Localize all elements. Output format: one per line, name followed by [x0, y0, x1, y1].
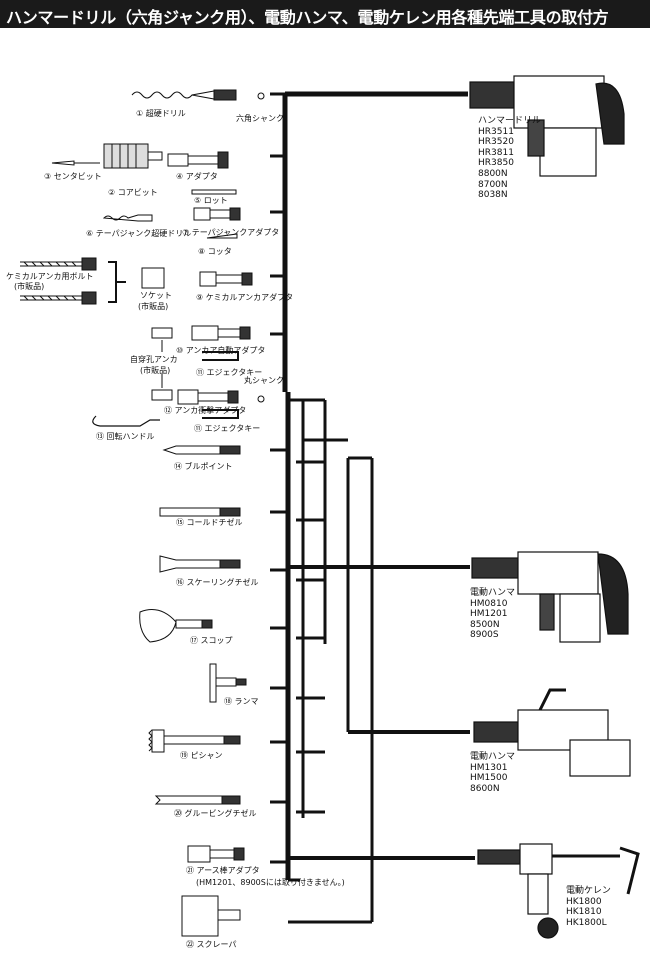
rod-icon	[191, 189, 237, 195]
tool-label: ソケット	[140, 291, 172, 300]
tool-label: ㉑ アース棒アダプタ	[186, 866, 260, 875]
taper-drill-icon	[102, 214, 153, 222]
bush-hammer-icon	[148, 729, 241, 753]
tool-label: 自穿孔アンカ	[130, 355, 178, 364]
machine-model: HM1201	[470, 609, 508, 620]
taper-adapter-icon	[193, 207, 241, 221]
tool-label: ⑫ アンカ衝撃アダプタ	[164, 406, 247, 415]
rotary-handle-icon	[92, 415, 160, 427]
machine-label-electric-hammer-2: 電動ハンマ HM1301 HM1500 8600N	[470, 752, 515, 794]
scraper-icon	[181, 895, 241, 937]
machine-name: 電動ケレン	[566, 886, 611, 896]
ejector-key-icon	[202, 409, 239, 419]
tool-label: ⑥ テーパジャンク超硬ドリル	[86, 229, 192, 238]
tool-label: (市販品)	[140, 366, 171, 375]
tool-label: ⑤ ロット	[194, 196, 228, 205]
shovel-icon	[139, 609, 213, 643]
machine-model: HM0810	[470, 598, 508, 609]
machine-model: 8038N	[478, 190, 508, 201]
scaling-chisel-icon	[159, 555, 241, 573]
cotter-icon	[206, 233, 238, 239]
page-title: ハンマードリル（六角ジャンク用）、電動ハンマ、電動ケレン用各種先端工具の取付方	[6, 8, 609, 27]
tool-label: ⑬ 回転ハンドル	[96, 432, 155, 441]
tool-label: ③ センタビット	[44, 172, 102, 181]
machine-label-electric-hammer-1: 電動ハンマ HM0810 HM1201 8500N 8900S	[470, 588, 515, 641]
tool-label: ① 超硬ドリル	[136, 109, 186, 118]
machine-model: 8500N	[470, 619, 500, 630]
self-drilling-anchor-icon	[151, 327, 173, 401]
machine-model: 8600N	[470, 783, 500, 794]
electric-scraper-icon	[477, 843, 640, 939]
machine-name: 電動ハンマ	[470, 752, 516, 762]
machine-model: HM1500	[470, 773, 508, 784]
tool-label: ⑭ ブルポイント	[174, 462, 233, 471]
tool-label: ㉒ スクレーパ	[186, 940, 237, 949]
machine-label-hammer-drill: ハンマードリル HR3511 HR3520 HR3811 HR3850 8800…	[478, 116, 541, 201]
machine-model: HR3811	[478, 147, 514, 158]
center-bit-icon	[51, 160, 100, 166]
ground-rod-adapter-icon	[187, 845, 245, 863]
machine-model: HM1301	[470, 762, 508, 773]
socket-icon	[141, 267, 165, 289]
machine-model: HK1810	[566, 907, 602, 918]
electric-hammer-large-icon	[473, 688, 631, 777]
tool-label: ② コアビット	[108, 188, 158, 197]
machine-model: HR3850	[478, 158, 514, 169]
tool-label: ④ アダプタ	[176, 172, 218, 181]
machine-model: HR3511	[478, 126, 514, 137]
core-bit-icon	[103, 143, 163, 169]
tool-label: ⑩ アンカア自動アダプタ	[176, 346, 266, 355]
chemical-anchor-bolt-icon	[20, 257, 126, 305]
anchor-auto-adapter-icon	[191, 325, 251, 341]
machine-model: HK1800L	[566, 917, 607, 928]
tool-label: ⑳ グルービングチゼル	[174, 809, 257, 818]
electric-hammer-icon	[471, 551, 629, 643]
tool-label: ⑯ スケーリングチゼル	[176, 578, 259, 587]
tool-label: ⑪ エジェクタキー	[196, 368, 263, 377]
tool-label: ⑱ ランマ	[224, 697, 259, 706]
tool-label: ケミカルアンカ用ボルト	[6, 272, 94, 281]
tool-label: (HM1201、8900Sには取り付きません。)	[196, 878, 345, 887]
tool-label: ⑦ テーパジャンクアダプタ	[182, 228, 280, 237]
anchor-impact-adapter-icon	[177, 389, 239, 405]
rammer-icon	[209, 663, 247, 703]
machine-model: HK1800	[566, 896, 602, 907]
tool-label: ⑲ ピシャン	[180, 751, 223, 760]
machine-label-electric-scraper: 電動ケレン HK1800 HK1810 HK1800L	[566, 886, 611, 928]
tool-label: ⑧ コッタ	[198, 247, 232, 256]
hammer-drill-icon	[469, 75, 625, 177]
machine-model: 8800N	[478, 168, 508, 179]
chemical-anchor-adapter-icon	[199, 271, 253, 287]
tool-label: (市販品)	[138, 302, 169, 311]
title-bar: ハンマードリル（六角ジャンク用）、電動ハンマ、電動ケレン用各種先端工具の取付方	[0, 0, 650, 28]
tool-label: ⑪ エジェクタキー	[194, 424, 261, 433]
tool-label: ⑮ コールドチゼル	[176, 518, 243, 527]
grooving-chisel-icon	[154, 795, 241, 805]
machine-model: HR3520	[478, 137, 514, 148]
machine-name: 電動ハンマ	[470, 588, 516, 598]
round-shank-label: 丸シャンク	[244, 376, 284, 385]
tool-label: ⑰ スコップ	[190, 636, 233, 645]
machine-name: ハンマードリル	[478, 116, 542, 126]
ejector-key-icon	[202, 351, 239, 361]
adapter-icon	[167, 151, 229, 169]
tool-label: (市販品)	[14, 282, 45, 291]
tool-label: ⑨ ケミカルアンカアダプタ	[196, 293, 294, 302]
machine-model: 8700N	[478, 179, 508, 190]
cold-chisel-icon	[159, 507, 241, 517]
hex-shank-label: 六角シャンク	[236, 114, 284, 123]
machine-model: 8900S	[470, 630, 499, 641]
carbide-drill-icon	[131, 89, 237, 101]
bull-point-icon	[162, 445, 241, 455]
